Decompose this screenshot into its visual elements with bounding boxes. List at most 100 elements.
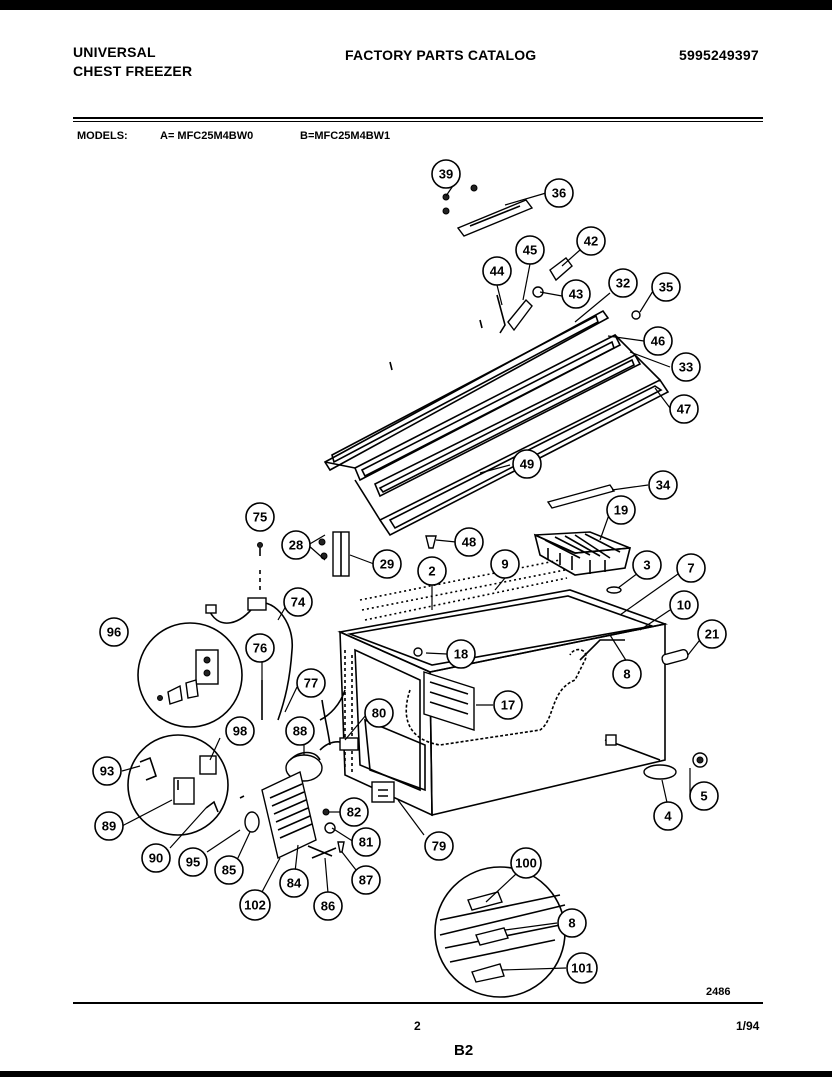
svg-text:28: 28	[289, 538, 303, 553]
callout-96: 96	[99, 617, 129, 647]
callout-95: 95	[178, 847, 208, 877]
callout-101: 101	[566, 952, 598, 984]
lid-lock-parts	[496, 257, 641, 334]
lid-assembly	[323, 309, 670, 537]
callout-88: 88	[285, 716, 315, 746]
svg-text:19: 19	[614, 503, 628, 518]
svg-text:8: 8	[568, 916, 575, 931]
svg-text:86: 86	[321, 899, 335, 914]
power-cord	[205, 597, 293, 721]
leader-lines	[121, 176, 704, 971]
svg-text:93: 93	[100, 764, 114, 779]
svg-text:46: 46	[651, 334, 665, 349]
callout-36: 36	[544, 178, 574, 208]
top-border-bar	[0, 0, 832, 10]
svg-text:82: 82	[347, 805, 361, 820]
svg-text:98: 98	[233, 724, 247, 739]
leveler-assembly	[604, 734, 708, 780]
callout-10: 10	[669, 590, 699, 620]
callout-74: 74	[283, 587, 313, 617]
callout-21: 21	[697, 619, 727, 649]
svg-text:45: 45	[523, 243, 537, 258]
svg-text:3: 3	[643, 558, 650, 573]
svg-text:17: 17	[501, 698, 515, 713]
clip-3	[606, 586, 622, 594]
screw-48	[425, 535, 437, 549]
callout-87: 87	[351, 865, 381, 895]
page-number: 2	[414, 1019, 421, 1033]
callout-79: 79	[424, 831, 454, 861]
divider-strip	[546, 484, 616, 509]
relay-overload	[371, 781, 395, 803]
header-rule-top	[73, 117, 763, 119]
lid-hinge-part	[442, 184, 534, 237]
callout-19: 19	[606, 495, 636, 525]
svg-text:74: 74	[291, 595, 306, 610]
detail-circle-89	[127, 734, 245, 836]
callout-82: 82	[339, 797, 369, 827]
svg-text:87: 87	[359, 873, 373, 888]
svg-text:21: 21	[705, 627, 719, 642]
svg-text:7: 7	[687, 561, 694, 576]
svg-text:76: 76	[253, 641, 267, 656]
svg-text:5: 5	[700, 789, 707, 804]
svg-text:100: 100	[515, 856, 537, 871]
svg-text:101: 101	[571, 961, 593, 976]
callout-45: 45	[515, 235, 545, 265]
svg-text:33: 33	[679, 360, 693, 375]
callout-18: 18	[446, 639, 476, 669]
callout-77: 77	[296, 668, 326, 698]
callout-86: 86	[313, 891, 343, 921]
callout-42: 42	[576, 226, 606, 256]
handle-21	[661, 649, 689, 665]
svg-text:34: 34	[656, 478, 671, 493]
callout-9: 9	[490, 549, 520, 579]
svg-text:35: 35	[659, 280, 673, 295]
catalog-date: 1/94	[736, 1019, 760, 1033]
callout-75: 75	[245, 502, 275, 532]
callout-98: 98	[225, 716, 255, 746]
svg-text:9: 9	[501, 557, 508, 572]
callout-8-detail: 8	[557, 908, 587, 938]
svg-text:79: 79	[432, 839, 446, 854]
callout-90: 90	[141, 843, 171, 873]
model-a: A= MFC25M4BW0	[160, 130, 254, 142]
svg-text:8: 8	[623, 667, 630, 682]
svg-text:90: 90	[149, 851, 163, 866]
callout-80: 80	[364, 698, 394, 728]
footer-rule	[73, 1002, 763, 1004]
callout-29: 29	[372, 549, 402, 579]
section-code: B2	[454, 1042, 474, 1059]
header-rule-thin	[73, 121, 763, 122]
svg-text:10: 10	[677, 598, 691, 613]
callout-46: 46	[643, 326, 673, 356]
callout-85: 85	[214, 855, 244, 885]
svg-text:77: 77	[304, 676, 318, 691]
catalog-number: 5995249397	[679, 47, 759, 63]
svg-text:80: 80	[372, 706, 386, 721]
callout-28: 28	[281, 530, 311, 560]
callout-49: 49	[512, 449, 542, 479]
callout-33: 33	[671, 352, 701, 382]
condenser-grille	[244, 770, 345, 860]
svg-text:44: 44	[490, 264, 505, 279]
svg-text:39: 39	[439, 167, 453, 182]
callout-8: 8	[612, 659, 642, 689]
callout-35: 35	[651, 272, 681, 302]
callout-81: 81	[351, 827, 381, 857]
callout-76: 76	[245, 633, 275, 663]
brand-line-2: CHEST FREEZER	[73, 63, 193, 79]
svg-text:96: 96	[107, 625, 121, 640]
svg-text:29: 29	[380, 557, 394, 572]
svg-text:36: 36	[552, 186, 566, 201]
svg-text:32: 32	[616, 276, 630, 291]
svg-text:48: 48	[462, 535, 476, 550]
callout-102: 102	[239, 889, 271, 921]
callout-84: 84	[279, 868, 309, 898]
bottom-border-bar	[0, 1071, 832, 1077]
callout-5: 5	[689, 781, 719, 811]
svg-text:18: 18	[454, 647, 468, 662]
detail-circle-96	[137, 622, 243, 728]
model-b: B=MFC25M4BW1	[300, 130, 391, 142]
